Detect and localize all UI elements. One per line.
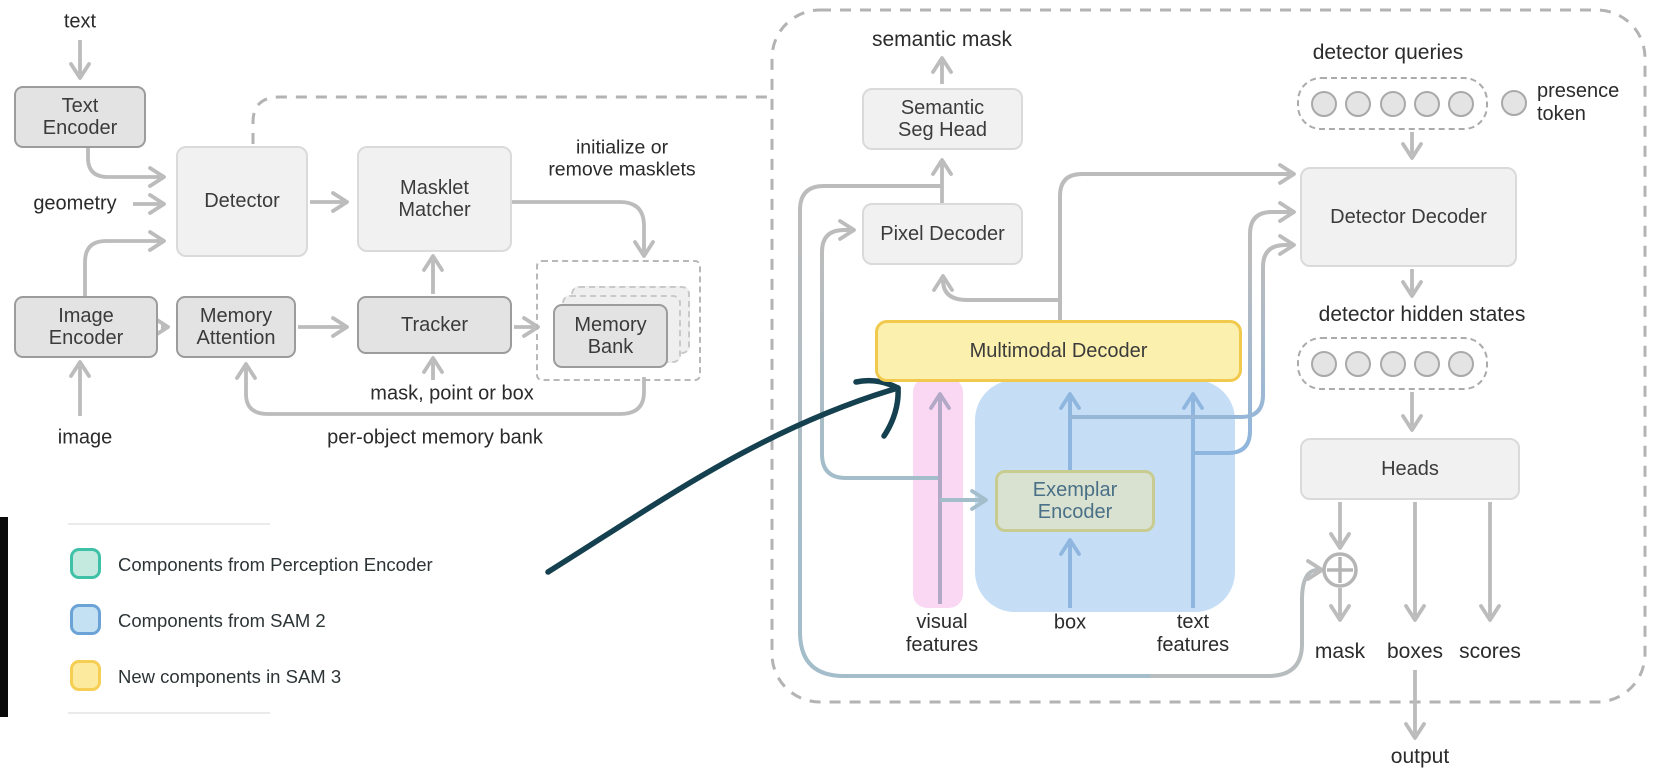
legend-swatch-perception-encoder bbox=[70, 548, 101, 579]
detector-hidden-states-tokens bbox=[1297, 337, 1488, 390]
hidden-state-token-icon bbox=[1345, 350, 1372, 377]
zoom-annotation-arrow bbox=[545, 377, 901, 575]
query-token-icon bbox=[1448, 90, 1474, 117]
masklet-matcher-label: Masklet bbox=[400, 176, 469, 199]
visual-features-label: visual features bbox=[905, 611, 979, 656]
hidden-state-token-icon bbox=[1311, 350, 1337, 377]
boxes-output-label: boxes bbox=[1386, 639, 1444, 663]
memory-bank-box: Memory Bank bbox=[553, 304, 668, 368]
output-label: output bbox=[1390, 744, 1450, 768]
detector-decoder-label: Detector Decoder bbox=[1330, 205, 1487, 228]
legend-divider-top bbox=[68, 523, 270, 525]
left-edge-bar bbox=[0, 517, 8, 717]
masklet-matcher-box: Masklet Matcher bbox=[357, 146, 512, 252]
query-token-icon bbox=[1311, 90, 1337, 117]
legend-label-perception-encoder: Components from Perception Encoder bbox=[118, 554, 433, 575]
hidden-state-token-icon bbox=[1448, 350, 1474, 377]
mask-point-box-note: mask, point or box bbox=[370, 382, 534, 405]
detector-box: Detector bbox=[176, 146, 308, 257]
presence-token-label: presence token bbox=[1537, 80, 1620, 125]
query-token-icon bbox=[1379, 90, 1406, 117]
hidden-state-token-icon bbox=[1379, 350, 1406, 377]
geometry-input-label: geometry bbox=[33, 192, 117, 215]
pixel-decoder-label: Pixel Decoder bbox=[880, 222, 1005, 245]
memory-bank-label: Memory bbox=[574, 313, 647, 336]
sum-node bbox=[1322, 552, 1358, 588]
legend-label-sam2: Components from SAM 2 bbox=[118, 610, 326, 631]
semantic-seg-head-box: Semantic Seg Head bbox=[862, 88, 1023, 150]
per-object-memory-note: per-object memory bank bbox=[327, 426, 543, 449]
detector-queries-tokens bbox=[1297, 77, 1488, 130]
box-input-label: box bbox=[1053, 611, 1087, 634]
text-features-label: text features bbox=[1156, 611, 1230, 656]
query-token-icon bbox=[1345, 90, 1372, 117]
legend-swatch-sam2 bbox=[70, 604, 101, 635]
tracker-box: Tracker bbox=[357, 296, 512, 354]
detector-queries-label: detector queries bbox=[1312, 40, 1464, 64]
multimodal-decoder-label: Multimodal Decoder bbox=[969, 339, 1148, 362]
detector-label: Detector bbox=[204, 190, 280, 213]
pixel-decoder-box: Pixel Decoder bbox=[862, 203, 1023, 265]
multimodal-decoder-box: Multimodal Decoder bbox=[875, 320, 1242, 382]
text-encoder-label: Text bbox=[61, 94, 99, 117]
hidden-state-token-icon bbox=[1413, 350, 1440, 377]
legend-divider-bottom bbox=[68, 712, 270, 714]
memory-attention-label: Memory bbox=[199, 304, 273, 327]
detector-hidden-states-label: detector hidden states bbox=[1318, 302, 1526, 326]
semantic-mask-label: semantic mask bbox=[871, 27, 1013, 51]
image-input-label: image bbox=[57, 426, 113, 449]
legend-swatch-sam3 bbox=[70, 660, 101, 691]
text-input-label: text bbox=[63, 10, 97, 33]
legend-label-sam3: New components in SAM 3 bbox=[118, 666, 342, 687]
text-encoder-box: Text Encoder bbox=[14, 86, 146, 148]
presence-token-icon bbox=[1501, 90, 1527, 116]
initialize-remove-note: initialize or remove masklets bbox=[548, 136, 696, 181]
detail-panel-border bbox=[770, 8, 1647, 704]
detector-detail-connector bbox=[251, 95, 772, 144]
scores-output-label: scores bbox=[1459, 639, 1521, 663]
exemplar-encoder-label: Exemplar bbox=[1032, 478, 1118, 501]
image-encoder-box: Image Encoder bbox=[14, 296, 158, 358]
detector-decoder-box: Detector Decoder bbox=[1300, 167, 1517, 267]
semantic-seg-head-label: Semantic bbox=[900, 96, 985, 119]
image-encoder-label: Image bbox=[58, 304, 114, 327]
query-token-icon bbox=[1413, 90, 1440, 117]
exemplar-encoder-box: Exemplar Encoder bbox=[995, 470, 1155, 532]
heads-label: Heads bbox=[1381, 457, 1439, 480]
tracker-label: Tracker bbox=[400, 313, 469, 336]
heads-box: Heads bbox=[1300, 438, 1520, 500]
mask-output-label: mask bbox=[1314, 639, 1366, 663]
memory-attention-box: Memory Attention bbox=[176, 296, 296, 358]
